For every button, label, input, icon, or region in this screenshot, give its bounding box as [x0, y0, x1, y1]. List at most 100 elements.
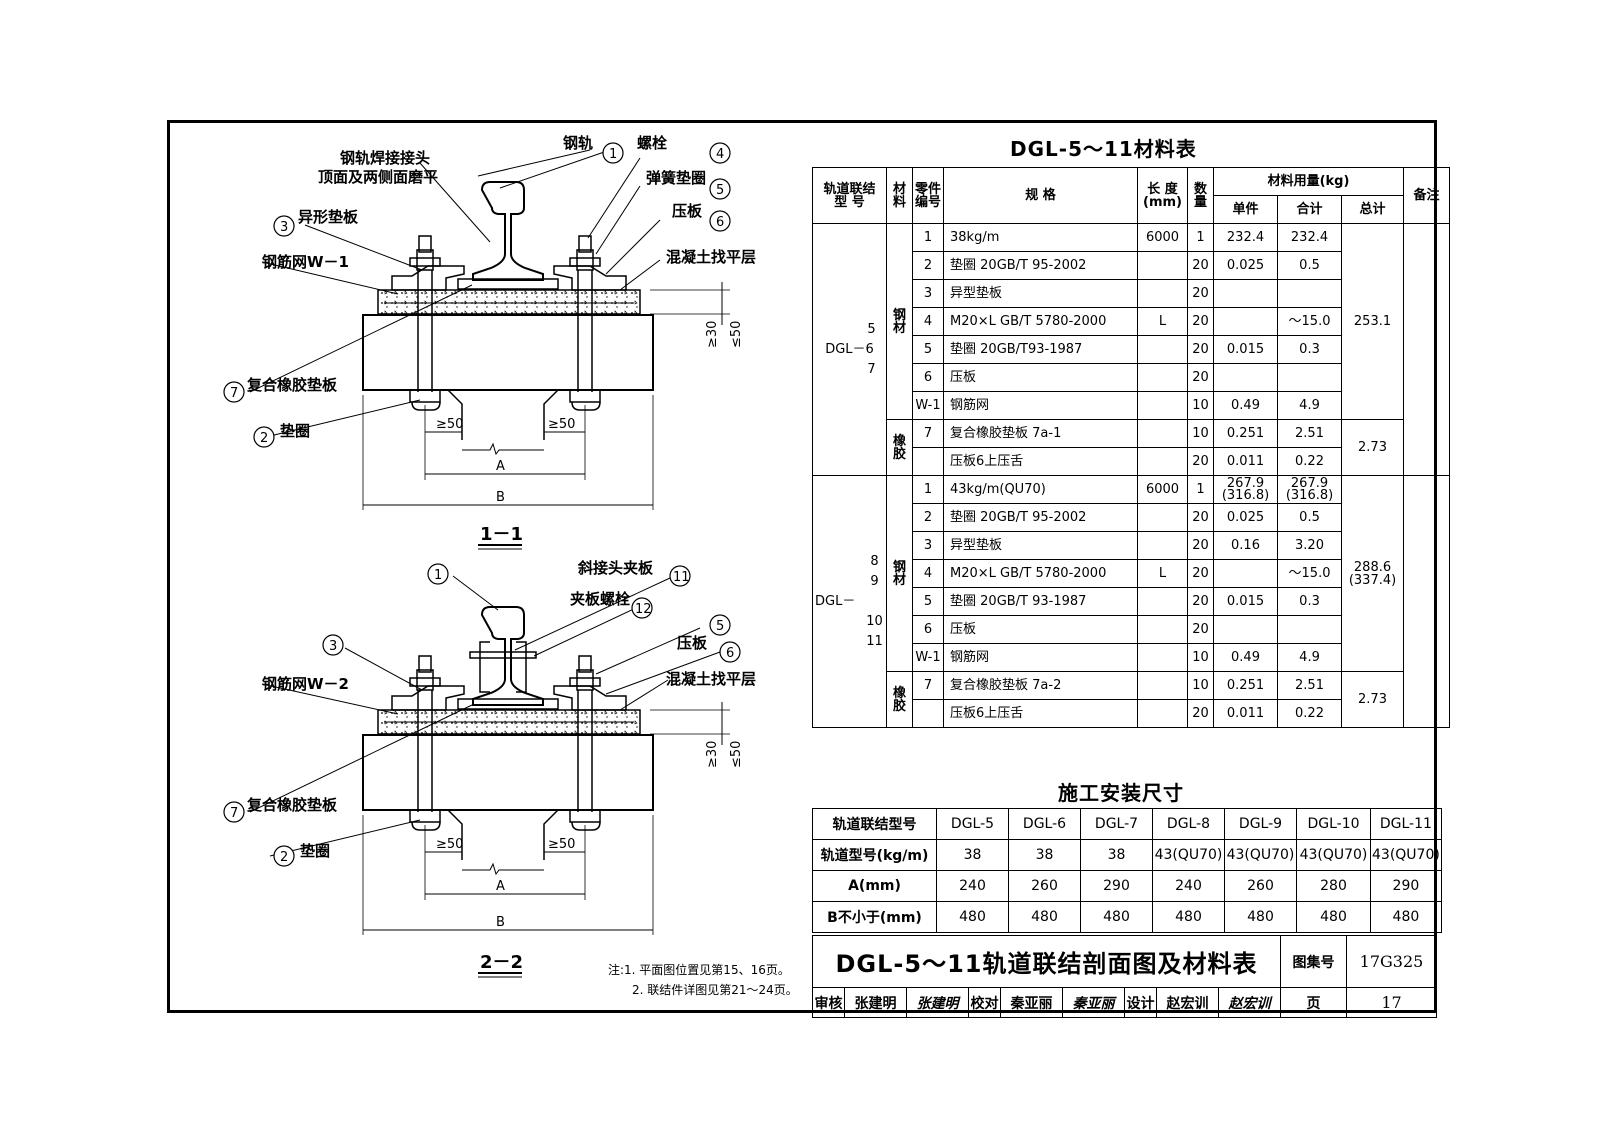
hdr-spec: 规 格: [943, 167, 1139, 224]
length: [1137, 643, 1189, 672]
page-label: 页: [1280, 987, 1347, 1018]
part-no: 2: [911, 251, 945, 280]
spec: 垫圈 20GB/T 93-1987: [943, 587, 1139, 616]
label-rubber-pad: 复合橡胶垫板: [246, 796, 338, 814]
install-cell: 290: [1080, 870, 1153, 902]
rail-profile: [472, 606, 544, 706]
callout-6: 6: [726, 646, 734, 661]
install-cell: 480: [1224, 901, 1297, 933]
spec: 43kg/m(QU70): [943, 475, 1139, 504]
quantity: 10: [1187, 391, 1215, 420]
part-no: 5: [911, 587, 945, 616]
label-spring-washer: 弹簧垫圈: [646, 169, 706, 187]
install-cell: 38: [1008, 839, 1081, 871]
length: 6000: [1137, 223, 1189, 252]
quantity: 20: [1187, 699, 1215, 728]
part-no: 5: [911, 335, 945, 364]
length: [1137, 699, 1189, 728]
unit-weight: [1213, 307, 1279, 336]
label-washer: 垫圈: [280, 422, 310, 440]
install-cell: 480: [1370, 901, 1442, 933]
bolt-left: [409, 655, 441, 831]
length: [1137, 503, 1189, 532]
install-cell: 260: [1008, 870, 1081, 902]
label-press-plate: 压板: [672, 202, 703, 220]
dim-ge50-left: ≥50: [436, 417, 463, 432]
part-no: 4: [911, 559, 945, 588]
label-rebar-mesh: 钢筋网W－2: [262, 675, 349, 693]
part-no: [911, 447, 945, 476]
quantity: 20: [1187, 447, 1215, 476]
spec: 压板6上压舌: [943, 699, 1139, 728]
subtotal-weight: [1277, 615, 1343, 644]
designer-signature: 赵宏训: [1218, 987, 1281, 1018]
spec: 异型垫板: [943, 531, 1139, 560]
dim-ge50-right: ≥50: [548, 837, 575, 852]
callout-4: 4: [716, 147, 724, 162]
shaped-plate-left: [391, 685, 465, 711]
hdr-length: 长 度(mm): [1137, 167, 1189, 224]
length: [1137, 363, 1189, 392]
label-rebar-mesh: 钢筋网W－1: [262, 253, 349, 271]
hdr-unit: 单件: [1213, 195, 1279, 224]
rail-profile: [472, 181, 544, 281]
callout-1: 1: [434, 568, 442, 583]
part-no: 7: [911, 671, 945, 700]
callout-1: 1: [609, 147, 617, 162]
label-bolt: 螺栓: [637, 134, 667, 152]
spec: 复合橡胶垫板 7a-1: [943, 419, 1139, 448]
quantity: 10: [1187, 419, 1215, 448]
dim-a: A: [496, 879, 505, 894]
subtotal-weight: 4.9: [1277, 643, 1343, 672]
length: [1137, 587, 1189, 616]
material-steel: 钢材: [886, 223, 913, 420]
dim-ge50-right: ≥50: [548, 417, 575, 432]
install-cell: 480: [1152, 901, 1225, 933]
label-weld-joint-1: 钢轨焊接接头: [340, 149, 430, 167]
note-cell: [1403, 475, 1451, 728]
part-no: 6: [911, 363, 945, 392]
quantity: 20: [1187, 307, 1215, 336]
hdr-material: 材料: [886, 167, 913, 224]
quantity: 20: [1187, 531, 1215, 560]
type-text: 5: [867, 321, 876, 337]
part-no: 1: [911, 475, 945, 504]
install-cell: 38: [936, 839, 1009, 871]
dim-b: B: [496, 490, 505, 505]
material-steel: 钢材: [886, 475, 913, 672]
unit-weight: 0.025: [1213, 503, 1279, 532]
spec: 压板: [943, 615, 1139, 644]
install-row-header: 轨道型号(kg/m): [812, 839, 937, 871]
unit-weight: 0.025: [1213, 251, 1279, 280]
designer-name: 赵宏训: [1156, 987, 1219, 1018]
label-oblique-splice: 斜接头夹板: [577, 559, 654, 577]
unit-weight: 0.015: [1213, 335, 1279, 364]
length: L: [1137, 559, 1189, 588]
subtotal-weight: 0.22: [1277, 447, 1343, 476]
section-2-2: [249, 575, 730, 978]
type-text: 10: [866, 613, 883, 629]
unit-weight: 232.4: [1213, 223, 1279, 252]
unit-weight: 0.16: [1213, 531, 1279, 560]
shaped-plate-right: [553, 265, 627, 291]
page-number: 17: [1346, 987, 1437, 1018]
spec: M20×L GB/T 5780-2000: [943, 307, 1139, 336]
install-cell: 43(QU70): [1224, 839, 1297, 871]
section-title-2-2: 2－2: [480, 952, 523, 973]
part-no: 1: [911, 223, 945, 252]
bolt-right: [569, 655, 601, 831]
install-cell: 43(QU70): [1296, 839, 1371, 871]
install-cell: 480: [1296, 901, 1371, 933]
note-1: 注:1. 平面图位置见第15、16页。: [608, 963, 790, 977]
length: [1137, 391, 1189, 420]
dim-b: B: [496, 915, 505, 930]
